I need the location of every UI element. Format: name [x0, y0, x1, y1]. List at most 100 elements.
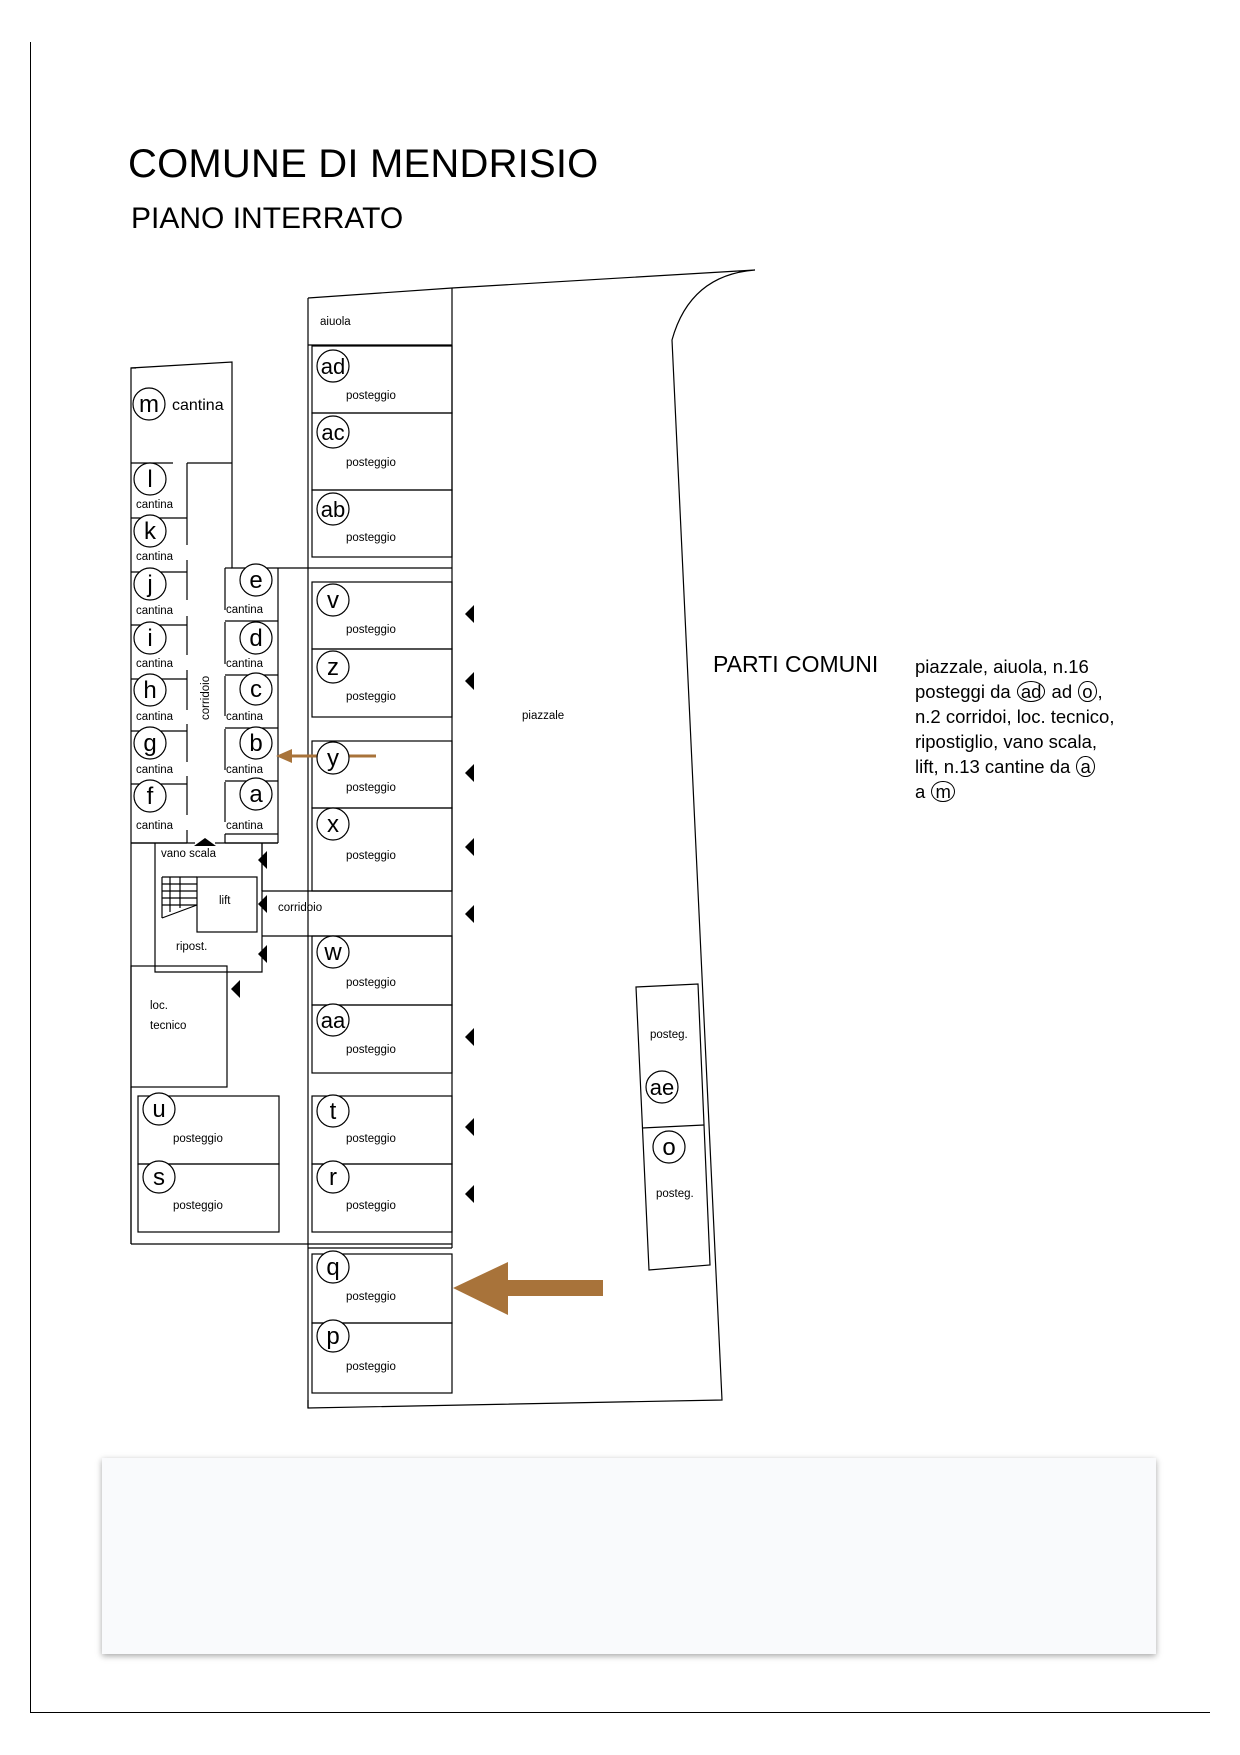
unit-type-label: posteggio	[346, 390, 396, 402]
corridoio-label: corridoio	[278, 902, 322, 914]
vano-scala-label: vano scala	[161, 848, 217, 860]
unit-circle	[133, 621, 167, 655]
posteg-o-label: posteg.	[656, 1188, 694, 1200]
unit-circle	[132, 387, 166, 421]
unit-ae: ae	[645, 1070, 679, 1104]
unit-circle	[133, 779, 167, 813]
unit-type-label: posteggio	[346, 782, 396, 794]
entrance-marker	[258, 895, 267, 913]
unit-id: d	[249, 625, 262, 652]
unit-id: u	[152, 1096, 165, 1123]
unit-id: a	[249, 781, 263, 808]
unit-circle	[239, 621, 273, 655]
pc-line-5: lift, n.13 cantine da a	[915, 754, 1114, 779]
pc-line-2: posteggi da ad ad o,	[915, 681, 1103, 702]
page-subtitle: PIANO INTERRATO	[131, 202, 404, 235]
unit-type-label: posteggio	[173, 1133, 223, 1145]
unit-id: ae	[650, 1075, 674, 1100]
page-border-bottom	[30, 1712, 1210, 1713]
unit-circle	[316, 1319, 350, 1353]
unit-type-label: cantina	[226, 604, 264, 616]
unit-circle	[133, 726, 167, 760]
unit-type-label: cantina	[136, 658, 174, 670]
unit-circle	[316, 807, 350, 841]
unit-id: ad	[321, 354, 345, 379]
unit-circle	[142, 1160, 176, 1194]
unit-type-label: posteggio	[346, 691, 396, 703]
unit-circle	[316, 935, 350, 969]
page-border-left	[30, 42, 31, 1712]
unit-w: w posteggio	[316, 935, 396, 989]
unit-circle	[316, 650, 350, 684]
unit-type-label: posteggio	[346, 977, 396, 989]
ripost-label: ripost.	[176, 941, 207, 953]
parti-comuni-description: piazzale, aiuola, n.16 posteggi da ad ad…	[915, 654, 1114, 804]
unit-r: r posteggio	[316, 1160, 396, 1212]
corridoio-vertical-label: corridoio	[200, 676, 212, 720]
unit-y: y posteggio	[316, 741, 396, 794]
entrance-markers	[194, 605, 474, 1203]
unit-type-label: cantina	[226, 711, 264, 723]
unit-circle	[316, 1003, 350, 1037]
unit-id: z	[327, 654, 339, 681]
unit-circle	[239, 726, 273, 760]
unit-circle	[316, 492, 350, 526]
entrance-marker	[465, 764, 474, 782]
unit-type-label: cantina	[136, 711, 174, 723]
unit-id: t	[330, 1098, 337, 1125]
unit-circle	[133, 514, 167, 548]
entrance-marker	[465, 672, 474, 690]
piazzale-label: piazzale	[522, 710, 564, 722]
unit-type-label: cantina	[136, 820, 174, 832]
pc-line-6: a m	[915, 779, 1114, 804]
unit-badge: m	[931, 781, 955, 802]
unit-id: k	[144, 518, 157, 545]
pc-line-1: piazzale, aiuola, n.16	[915, 656, 1089, 677]
unit-type-label: posteggio	[173, 1200, 223, 1212]
loc-label: loc.	[150, 1000, 168, 1012]
unit-circle	[316, 1160, 350, 1194]
unit-type-label: posteggio	[346, 1200, 396, 1212]
unit-type-label: posteggio	[346, 1361, 396, 1373]
lift-label: lift	[219, 895, 231, 907]
unit-id: q	[326, 1254, 339, 1281]
unit-circle	[316, 583, 350, 617]
unit-circle	[239, 777, 273, 811]
unit-id: w	[323, 939, 342, 966]
unit-id: r	[329, 1164, 337, 1191]
unit-id: y	[327, 745, 339, 772]
unit-type-label: cantina	[136, 605, 174, 617]
unit-type-label: cantina	[226, 764, 264, 776]
unit-circle	[316, 1250, 350, 1284]
unit-id: l	[147, 466, 152, 493]
entrance-marker	[258, 851, 267, 869]
unit-type-label: posteggio	[346, 1291, 396, 1303]
notes-panel	[102, 1458, 1156, 1654]
unit-id: g	[143, 730, 156, 757]
aiuola-label: aiuola	[320, 316, 351, 328]
unit-badge: a	[1076, 756, 1095, 777]
unit-id: x	[327, 811, 339, 838]
unit-type-label: posteggio	[346, 850, 396, 862]
pc-line-4: ripostiglio, vano scala,	[915, 731, 1098, 752]
unit-z: z posteggio	[316, 650, 396, 703]
unit-id: j	[146, 571, 152, 598]
entrance-marker	[465, 1185, 474, 1203]
unit-circle	[133, 462, 167, 496]
tecnico-label: tecnico	[150, 1020, 186, 1032]
unit-circle	[316, 1094, 350, 1128]
